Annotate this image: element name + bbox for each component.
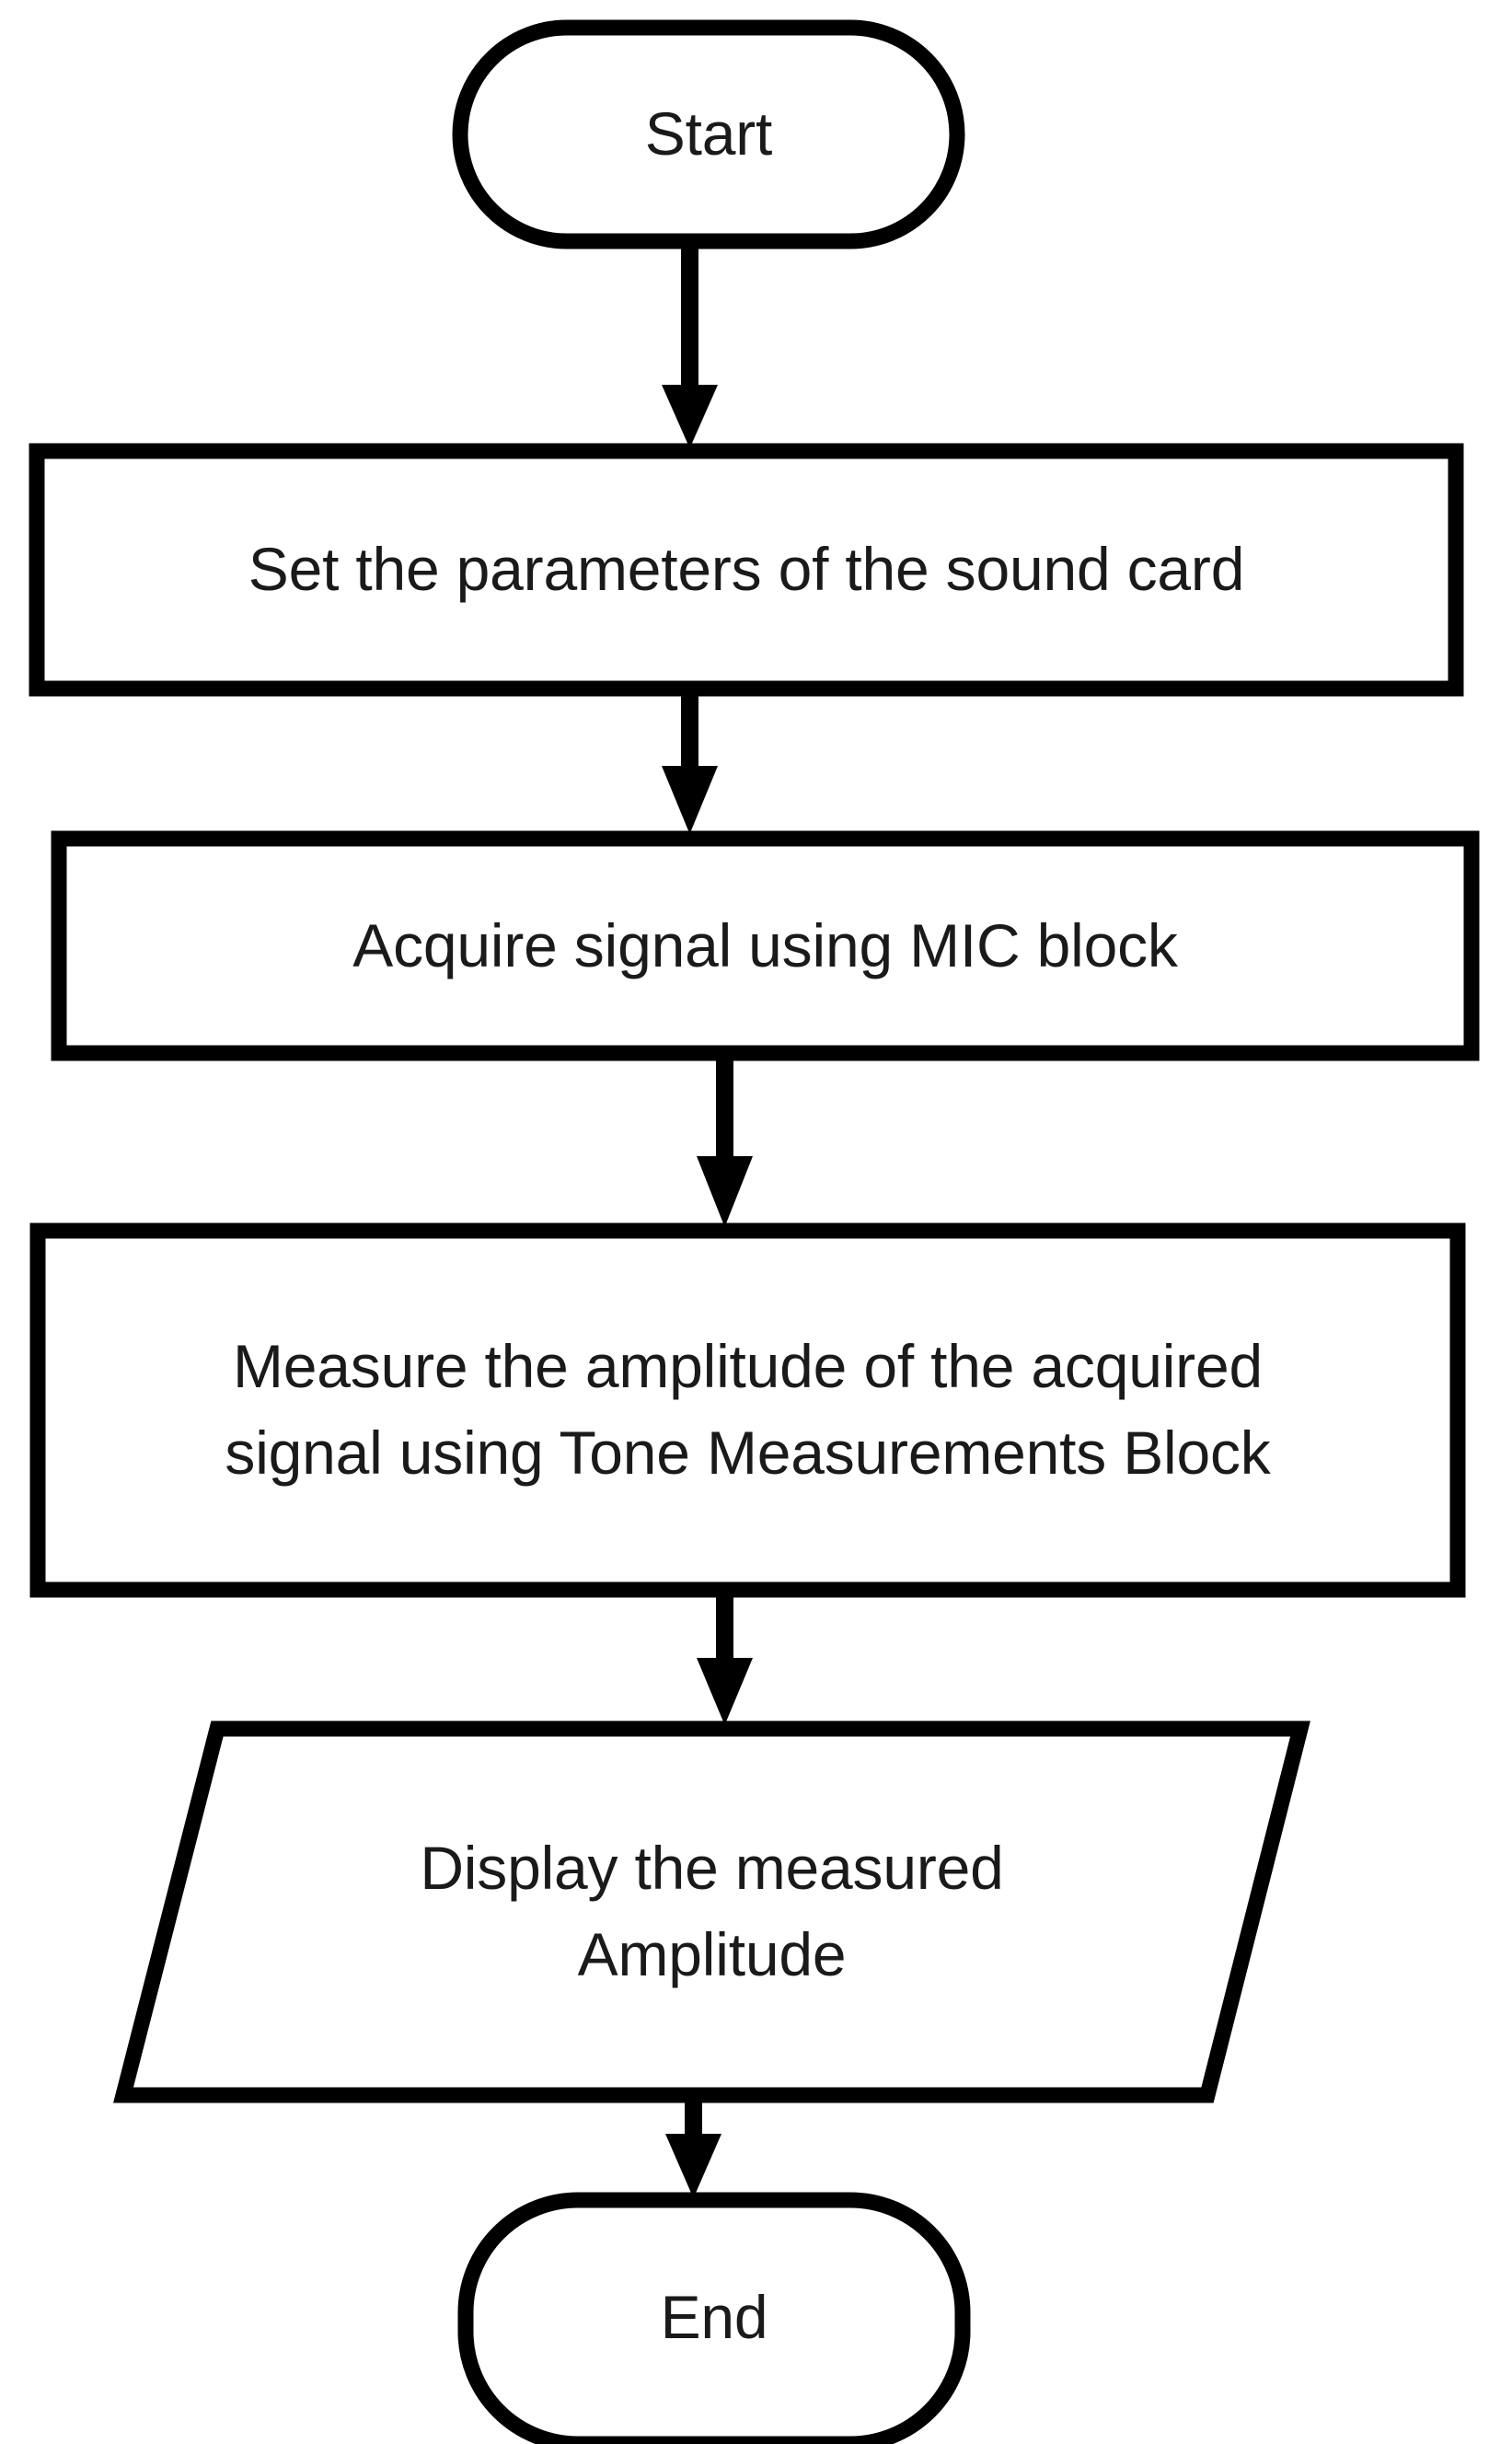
node-end-shape[interactable] [457, 2192, 971, 2444]
edge-measure-to-display [697, 1588, 753, 1725]
edge-set-parameters-to-acquire [662, 687, 718, 834]
node-acquire-signal-shape[interactable] [51, 830, 1480, 1061]
edge-start-to-set-parameters [662, 247, 718, 448]
node-display-amplitude-shape[interactable] [113, 1720, 1310, 2103]
node-set-parameters-shape[interactable] [29, 443, 1464, 697]
edge-acquire-to-measure [697, 1051, 753, 1227]
node-measure-amplitude-shape[interactable] [29, 1222, 1466, 1598]
edge-display-to-end [665, 2093, 721, 2198]
node-start-shape[interactable] [452, 19, 965, 249]
